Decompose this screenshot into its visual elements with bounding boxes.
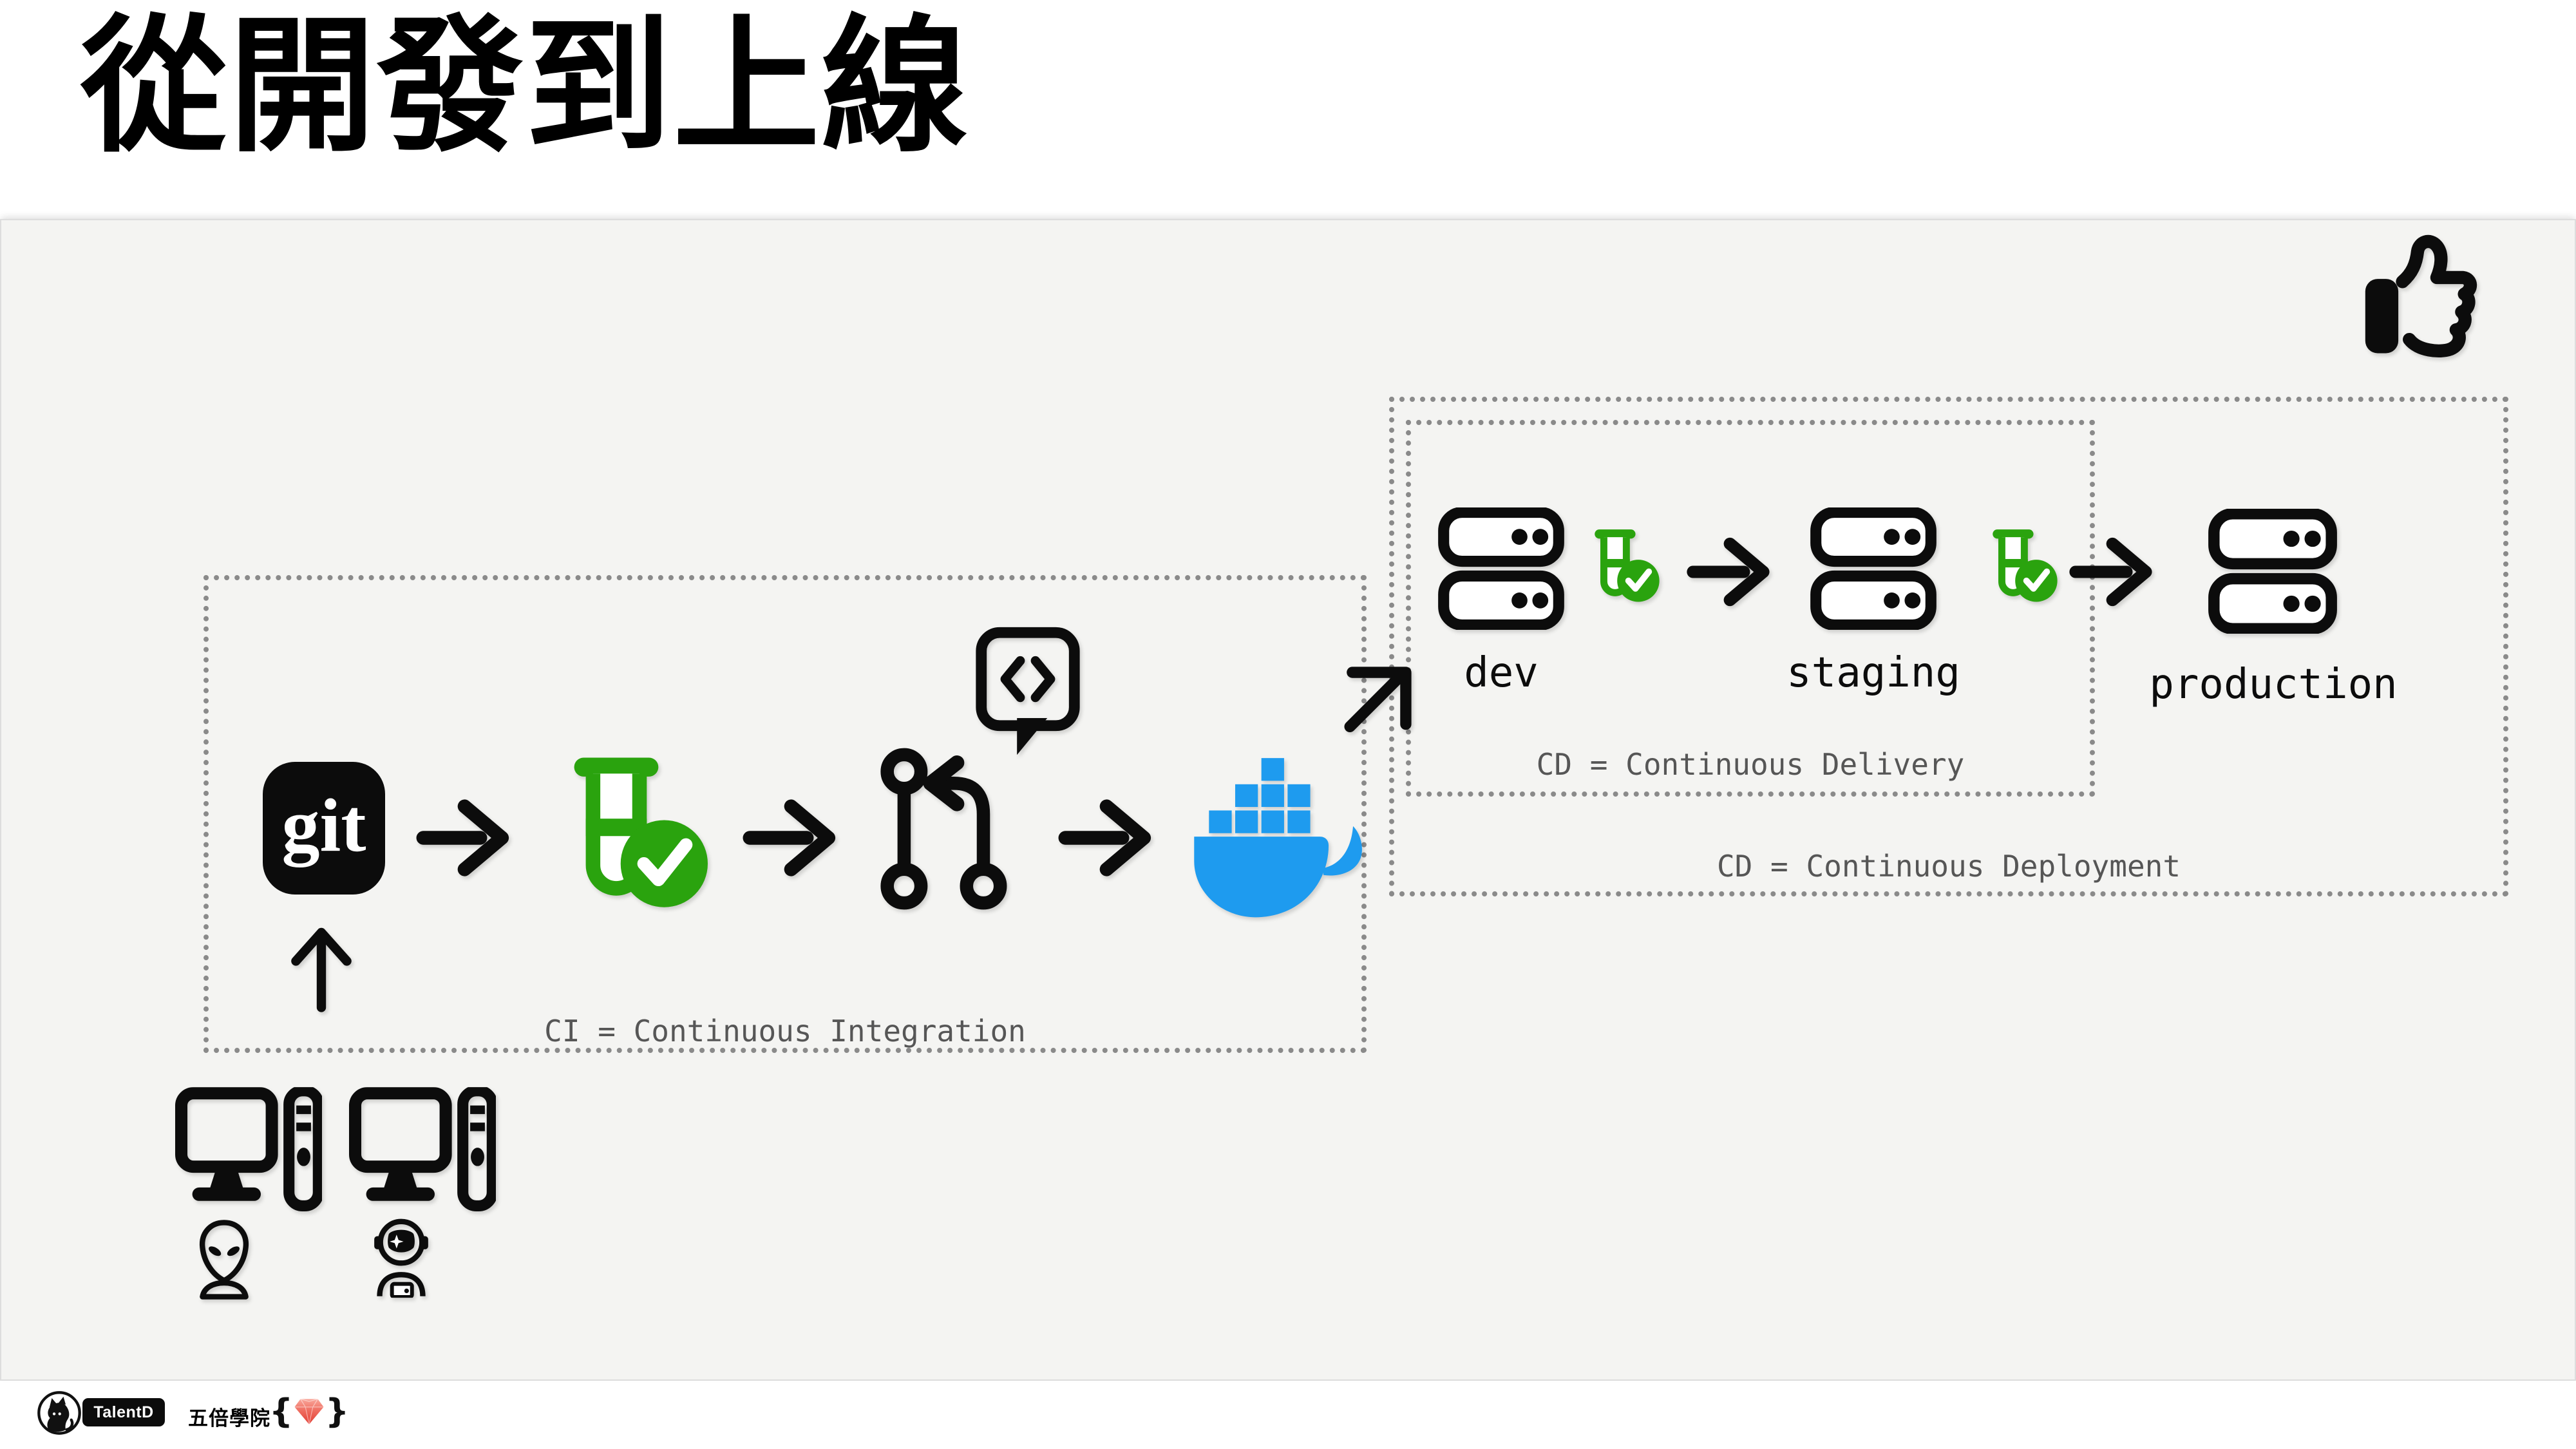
cd-delivery-label: CD = Continuous Delivery xyxy=(1536,747,1965,782)
diagonal-arrow-icon xyxy=(1338,656,1421,735)
up-arrow-icon xyxy=(282,921,361,1014)
ruby-brand-mark: { } xyxy=(269,1388,349,1435)
pull-request-icon xyxy=(873,746,1020,912)
cd-deployment-box xyxy=(1389,397,2508,896)
thumbs-up-icon xyxy=(2357,227,2508,370)
astronaut-developer-icon xyxy=(366,1216,437,1300)
alien-developer-icon xyxy=(193,1219,255,1300)
desktop-computer-icon xyxy=(175,1086,322,1213)
brace-left: { xyxy=(269,1392,294,1431)
git-label: git xyxy=(281,783,366,867)
right-arrow-icon xyxy=(1686,527,1783,617)
env-label-dev: dev xyxy=(1464,649,1539,697)
ci-label: CI = Continuous Integration xyxy=(544,1014,1026,1048)
brand-badge: TalentD xyxy=(82,1398,165,1426)
env-label-staging: staging xyxy=(1786,649,1960,697)
brace-right: } xyxy=(325,1392,350,1431)
test-tube-pass-icon xyxy=(1584,528,1663,605)
code-review-bubble-icon xyxy=(974,625,1082,757)
server-icon-staging xyxy=(1810,507,1937,630)
git-icon: git xyxy=(263,762,385,895)
server-icon-production xyxy=(2208,509,2338,634)
cd-deployment-label: CD = Continuous Deployment xyxy=(1716,849,2181,884)
page-title: 從開發到上線 xyxy=(80,7,969,169)
right-arrow-icon xyxy=(1057,788,1166,887)
right-arrow-icon xyxy=(742,788,850,887)
school-name: 五倍學院 xyxy=(188,1407,270,1430)
server-icon-dev xyxy=(1437,507,1565,630)
env-label-production: production xyxy=(2149,661,2398,708)
cat-logo-icon xyxy=(36,1390,82,1436)
test-tube-pass-icon xyxy=(1982,528,2061,605)
ci-box xyxy=(204,575,1367,1053)
right-arrow-icon xyxy=(415,788,524,887)
right-arrow-icon xyxy=(2069,527,2165,617)
test-tube-pass-icon xyxy=(553,755,715,914)
cd-delivery-box xyxy=(1406,420,2095,797)
desktop-computer-icon xyxy=(349,1086,496,1213)
docker-whale-icon xyxy=(1184,755,1365,933)
brand-label: TalentD xyxy=(93,1403,154,1421)
ruby-gem-icon xyxy=(294,1397,325,1426)
